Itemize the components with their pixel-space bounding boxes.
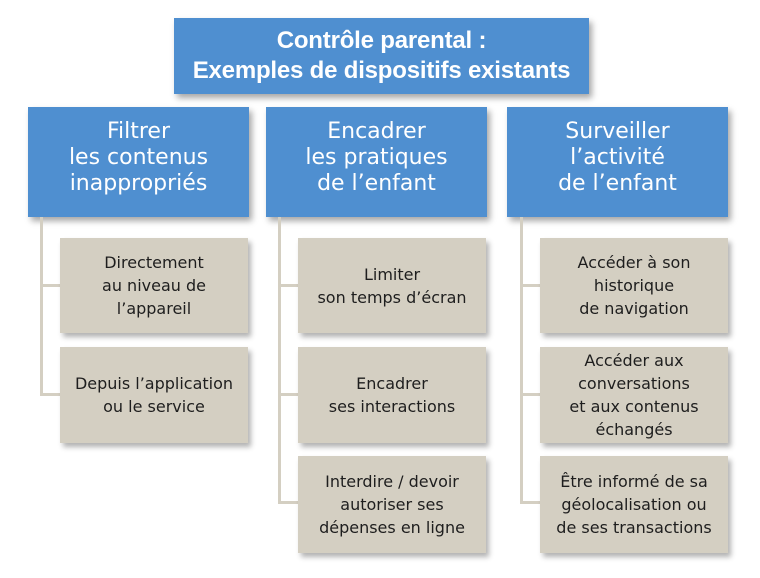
heading-line: Encadrer (327, 119, 426, 144)
heading-line: les pratiques (305, 145, 448, 170)
item-line: géolocalisation ou (561, 495, 707, 514)
item-box: Accéder aux conversations et aux contenu… (540, 347, 728, 443)
connector-horizontal (278, 393, 298, 396)
item-line: Accéder aux (584, 351, 684, 370)
item-line: conversations (578, 374, 690, 393)
column-heading-filtrer: Filtrer les contenus inappropriés (28, 107, 249, 217)
heading-line: Surveiller (565, 119, 670, 144)
connector-horizontal (520, 393, 540, 396)
heading-line: Filtrer (106, 119, 171, 144)
item-line: Depuis l’application (74, 374, 234, 393)
item-line: son temps d’écran (317, 287, 467, 307)
item-box: Directement au niveau de l’appareil (60, 238, 248, 333)
item-line: ou le service (103, 397, 205, 416)
item-line: dépenses en ligne (319, 518, 465, 537)
item-box: Interdire / devoir autoriser ses dépense… (298, 456, 486, 553)
item-line: échangés (595, 420, 673, 439)
column-heading-encadrer: Encadrer les pratiques de l’enfant (266, 107, 487, 217)
title-line-1: Contrôle parental : (276, 27, 487, 54)
item-box: Limiter son temps d’écran (298, 238, 486, 333)
item-line: historique (593, 276, 675, 295)
item-line: au niveau de (102, 276, 206, 295)
item-box: Encadrer ses interactions (298, 347, 486, 443)
item-line: Directement (104, 253, 204, 272)
item-box: Accéder à son historique de navigation (540, 238, 728, 333)
diagram-title: Contrôle parental : Exemples de disposit… (174, 18, 589, 94)
connector-vertical (520, 217, 523, 503)
heading-line: inappropriés (69, 171, 208, 196)
item-line: Limiter (363, 264, 421, 284)
connector-horizontal (40, 284, 60, 287)
item-line: l’appareil (116, 299, 192, 318)
item-line: de navigation (579, 299, 689, 318)
connector-horizontal (520, 284, 540, 287)
connector-horizontal (278, 501, 298, 504)
item-box: Depuis l’application ou le service (60, 347, 248, 443)
title-line-2: Exemples de dispositifs existants (192, 57, 571, 84)
item-line: autoriser ses (340, 495, 444, 514)
item-line: de ses transactions (556, 518, 712, 537)
item-line: et aux contenus (569, 397, 699, 416)
connector-horizontal (520, 501, 540, 504)
item-line: Être informé de sa (560, 472, 708, 491)
item-line: ses interactions (328, 397, 456, 416)
item-line: Interdire / devoir (325, 472, 459, 491)
item-box: Être informé de sa géolocalisation ou de… (540, 456, 728, 553)
item-line: Accéder à son (577, 253, 691, 272)
heading-line: de l’enfant (317, 171, 436, 196)
heading-line: l’activité (570, 145, 665, 170)
heading-line: de l’enfant (558, 171, 677, 196)
connector-horizontal (40, 393, 60, 396)
connector-horizontal (278, 284, 298, 287)
connector-vertical (40, 217, 43, 395)
item-line: Encadrer (356, 374, 428, 393)
column-heading-surveiller: Surveiller l’activité de l’enfant (507, 107, 728, 217)
connector-vertical (278, 217, 281, 503)
heading-line: les contenus (68, 145, 209, 170)
